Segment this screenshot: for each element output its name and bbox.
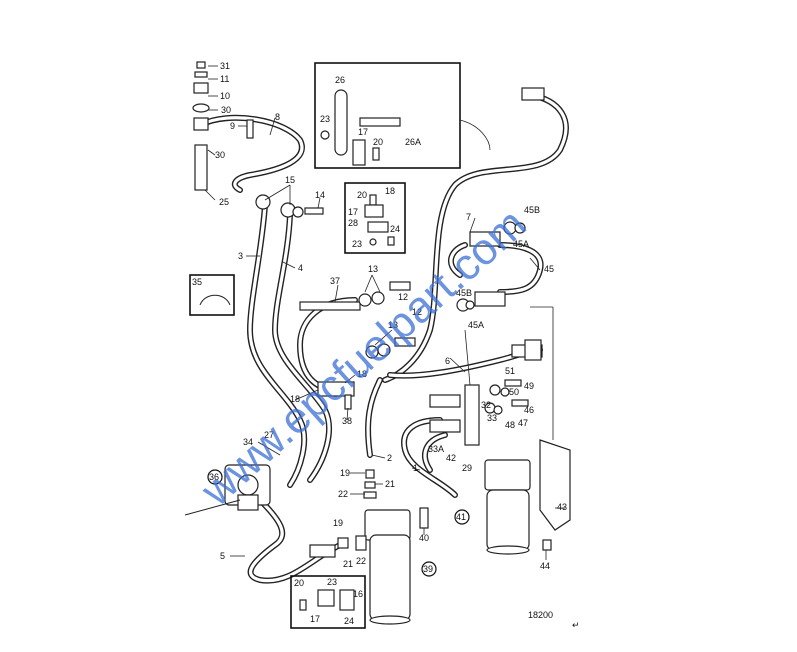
- callout-11: 11: [220, 74, 229, 84]
- callout-12-b: 12: [412, 307, 422, 317]
- callout-46: 46: [524, 405, 534, 415]
- callout-box-top-20: 20: [373, 137, 383, 147]
- callout-41: 41: [456, 512, 466, 522]
- document-number: 18200: [528, 610, 553, 620]
- fuel-filter-41: [484, 459, 531, 555]
- callout-box-bottom-24: 24: [344, 616, 354, 626]
- callout-30: 30: [221, 105, 231, 115]
- callout-13: 13: [368, 264, 378, 274]
- callout-25: 25: [219, 197, 229, 207]
- callout-31: 31: [220, 61, 230, 71]
- callout-49: 49: [524, 381, 534, 391]
- callout-32: 32: [481, 400, 491, 410]
- callout-box-mid-23: 23: [352, 239, 362, 249]
- callout-19: 19: [340, 468, 350, 478]
- callout-42: 42: [446, 453, 456, 463]
- callout-34: 34: [243, 437, 253, 447]
- callout-box-mid-17: 17: [348, 207, 358, 217]
- callout-38: 38: [342, 416, 352, 426]
- callout-19-b: 19: [333, 518, 343, 528]
- watermark-text: www.epcfuelpart.com: [191, 199, 535, 516]
- callout-box-top-26A: 26A: [405, 137, 421, 147]
- callout-22: 22: [338, 489, 348, 499]
- callout-box-bottom-20: 20: [294, 578, 304, 588]
- callout-box-bottom-16: 16: [353, 589, 363, 599]
- detail-box-bottom: [290, 575, 366, 629]
- callout-45A-b: 45A: [468, 320, 484, 330]
- callout-12: 12: [398, 292, 408, 302]
- callout-box-bottom-23: 23: [327, 577, 337, 587]
- callout-33: 33: [487, 413, 497, 423]
- callout-box-mid-24: 24: [390, 224, 400, 234]
- callout-43: 43: [557, 502, 567, 512]
- callout-box-mid-20: 20: [357, 190, 367, 200]
- callout-box-top-17: 17: [358, 127, 368, 137]
- callout-40: 40: [419, 533, 429, 543]
- callout-30-b: 30: [215, 150, 225, 160]
- callout-8: 8: [275, 112, 280, 122]
- callout-37: 37: [330, 276, 340, 286]
- callout-47: 47: [518, 418, 528, 428]
- components: [184, 61, 571, 625]
- callout-45B-b: 45B: [456, 288, 472, 298]
- callout-45B: 45B: [524, 205, 540, 215]
- callout-35: 35: [192, 277, 202, 287]
- callout-numbers: 31 11 10 30 9 8 30 25 15 14 3 4 35 37 13…: [192, 61, 580, 630]
- fuel-filter-39: [364, 509, 411, 625]
- callout-3: 3: [238, 251, 243, 261]
- detail-box-top: [314, 62, 491, 169]
- callout-1: 1: [413, 463, 418, 473]
- callout-5: 5: [220, 551, 225, 561]
- callout-13-b: 13: [388, 320, 398, 330]
- callout-14: 14: [315, 190, 325, 200]
- callout-box-bottom-17: 17: [310, 614, 320, 624]
- callout-2: 2: [387, 453, 392, 463]
- callout-15: 15: [285, 175, 295, 185]
- callout-7: 7: [466, 212, 471, 222]
- callout-39: 39: [423, 564, 433, 574]
- circled-part-labels: [189, 274, 470, 577]
- return-mark: ↵: [572, 620, 580, 630]
- callout-51: 51: [505, 366, 515, 376]
- callout-10: 10: [220, 91, 230, 101]
- callout-18-b: 18: [290, 394, 300, 404]
- callout-29: 29: [462, 463, 472, 473]
- callout-50: 50: [509, 387, 519, 397]
- leader-lines: [204, 65, 565, 560]
- callout-6: 6: [445, 356, 450, 366]
- callout-21: 21: [385, 479, 395, 489]
- callout-45A: 45A: [513, 239, 529, 249]
- callout-44: 44: [540, 561, 550, 571]
- callout-4: 4: [298, 263, 303, 273]
- callout-36: 36: [209, 472, 219, 482]
- callout-18: 18: [357, 369, 367, 379]
- callout-27: 27: [264, 430, 274, 440]
- callout-box-mid-28: 28: [348, 218, 358, 228]
- callout-45: 45: [544, 264, 554, 274]
- callout-9: 9: [230, 121, 235, 131]
- callout-33A: 33A: [428, 444, 444, 454]
- callout-box-top-23: 23: [320, 114, 330, 124]
- detail-box-middle: [344, 182, 406, 254]
- callout-box-mid-18: 18: [385, 186, 395, 196]
- callout-21-b: 21: [343, 559, 353, 569]
- callout-box-top-26: 26: [335, 75, 345, 85]
- callout-48: 48: [505, 420, 515, 430]
- fuel-pump: [184, 464, 271, 516]
- callout-22-b: 22: [356, 556, 366, 566]
